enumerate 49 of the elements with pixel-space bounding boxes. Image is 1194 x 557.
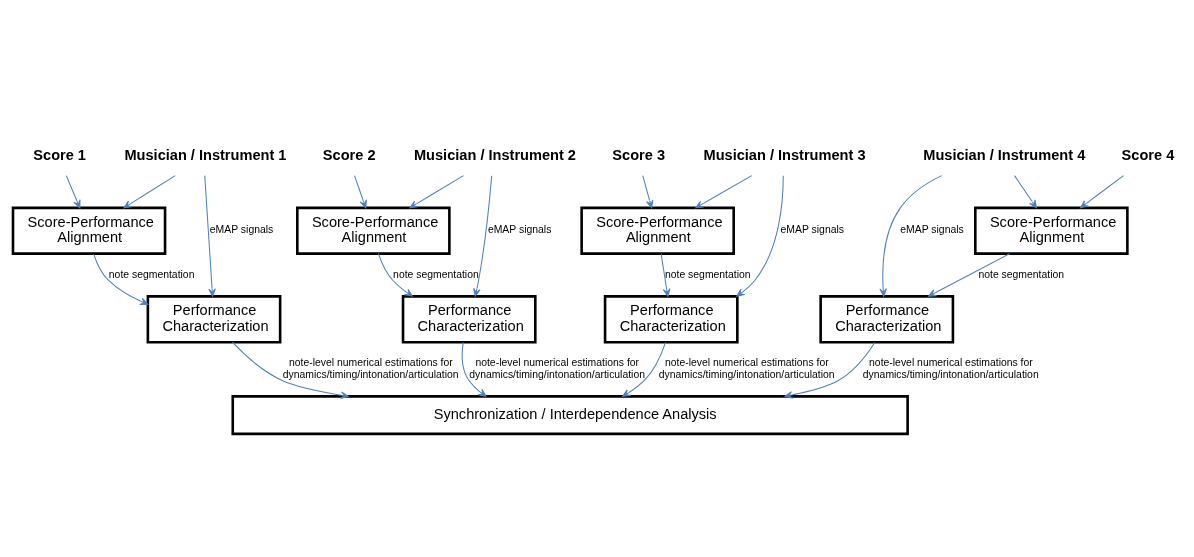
arrow	[93, 253, 149, 305]
arrow	[736, 175, 784, 297]
arrow	[377, 253, 413, 297]
edge-label: note segmentation	[978, 268, 1065, 280]
node-box: Score-Performance Alignment	[296, 206, 451, 255]
arrow	[461, 341, 487, 397]
node-box: Synchronization / Interdependence Analysis	[231, 395, 909, 436]
edge-label: note-level numerical estimations for dynamics/timing/intonation/articulation	[862, 357, 1039, 380]
node-text: Musician / Instrument 4	[923, 146, 1086, 163]
arrow	[1013, 175, 1037, 209]
arrow	[473, 175, 493, 297]
arrow	[622, 341, 667, 397]
arrow	[660, 253, 671, 297]
edge-label: note segmentation	[393, 268, 479, 280]
node-text: Musician / Instrument 2	[413, 146, 576, 163]
node-text: Musician / Instrument 3	[703, 146, 866, 163]
node-box: Performance Characterization	[819, 295, 955, 344]
arrow	[409, 175, 465, 209]
node-text: Score 2	[322, 146, 376, 163]
arrow	[204, 175, 216, 297]
node-text: Score 1	[33, 146, 86, 163]
edge-label: note-level numerical estimations for dynamics/timing/intonation/articulation	[282, 357, 459, 380]
arrow	[231, 341, 349, 399]
node-text: Score 3	[612, 146, 666, 163]
edge-label: eMAP signals	[900, 224, 964, 236]
node-box: Score-Performance Alignment	[11, 206, 167, 255]
node-text: Musician / Instrument 1	[124, 146, 287, 163]
node-box: Score-Performance Alignment	[580, 206, 735, 255]
arrow	[695, 175, 753, 209]
edge-label: note segmentation	[108, 268, 195, 280]
node-box: Performance Characterization	[401, 295, 537, 344]
node-box: Performance Characterization	[603, 295, 739, 344]
node-box: Performance Characterization	[146, 295, 282, 344]
edge-label: note-level numerical estimations for dynamics/timing/intonation/articulation	[469, 357, 645, 380]
edge-label: eMAP signals	[487, 224, 552, 236]
node-text: Score 4	[1121, 146, 1175, 163]
arrow	[354, 175, 367, 209]
arrow	[1080, 175, 1124, 209]
arrow	[784, 341, 876, 399]
arrow	[123, 175, 176, 209]
edge-label: eMAP signals	[209, 224, 274, 236]
edge-label: note segmentation	[664, 268, 751, 280]
edge-label: eMAP signals	[780, 224, 844, 236]
node-box: Score-Performance Alignment	[974, 206, 1129, 255]
arrow	[642, 175, 654, 209]
arrow	[928, 253, 1010, 297]
edge-label: note-level numerical estimations for dynamics/timing/intonation/articulation	[658, 357, 835, 380]
arrow	[65, 175, 81, 209]
arrow	[879, 175, 943, 297]
